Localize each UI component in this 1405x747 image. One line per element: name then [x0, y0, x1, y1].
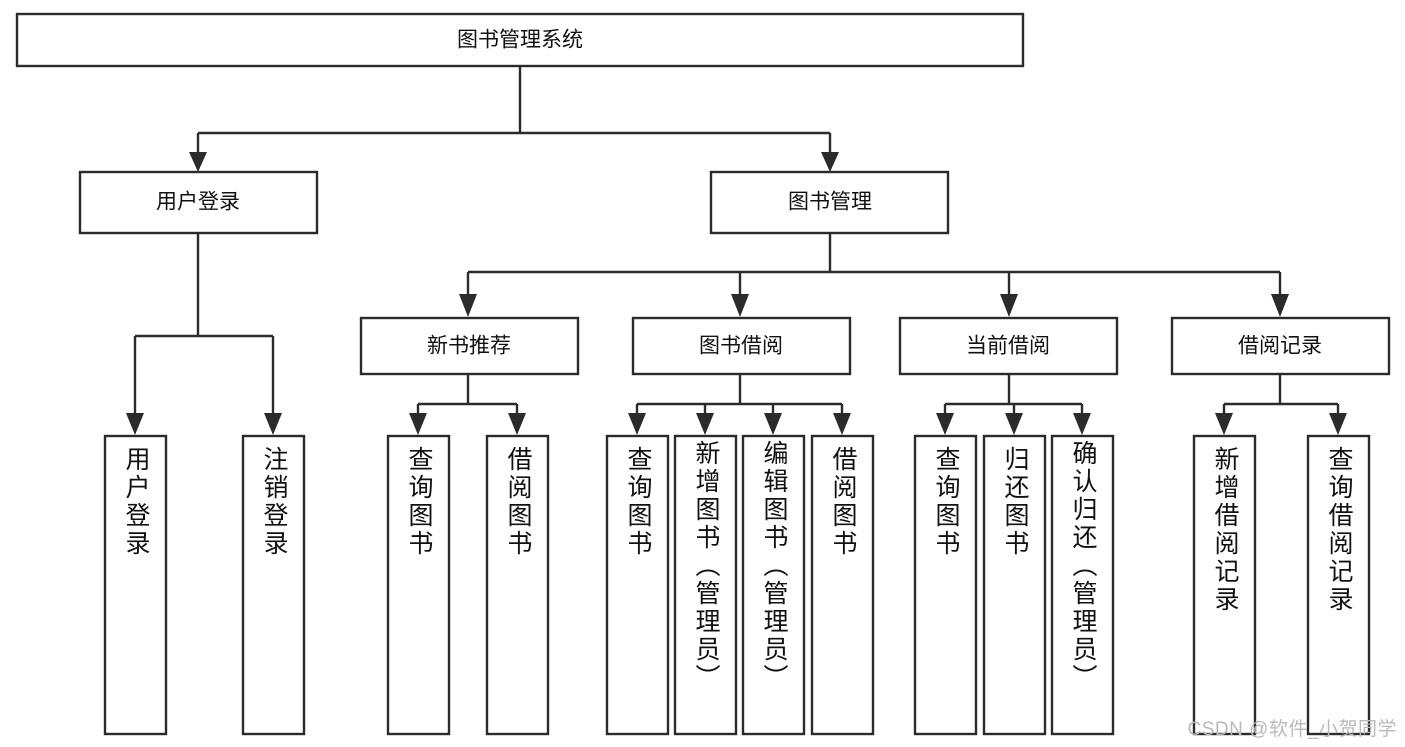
node-user-login-label: 用户登录 [156, 191, 240, 214]
arrow-head-leaf-query-book-2 [628, 413, 646, 435]
node-user-login-box[interactable] [78, 170, 319, 235]
arrow-head-leaf-borrow-book-2 [833, 413, 851, 435]
node-current-borrow-label: 当前借阅 [966, 335, 1050, 358]
node-leaf-return-book-box[interactable] [982, 434, 1047, 736]
arrow-head-book-manage [821, 152, 839, 172]
node-leaf-user-login-box[interactable] [103, 434, 168, 736]
node-leaf-query-book-3-box[interactable] [913, 434, 978, 736]
node-new-book-recommend-label: 新书推荐 [427, 335, 511, 358]
node-leaf-add-book-box[interactable] [673, 434, 738, 736]
node-leaf-borrow-book-1-box[interactable] [485, 434, 550, 736]
node-leaf-edit-book-box[interactable] [741, 434, 806, 736]
node-leaf-confirm-return-box[interactable] [1050, 434, 1115, 736]
arrow-head-current-borrow [1000, 294, 1018, 317]
arrow-head-leaf-edit-book [764, 413, 782, 435]
arrow-head-leaf-user-login [126, 413, 144, 435]
node-layer: 图书管理系统 用户登录 图书管理 新书推荐 图书借阅 当前借阅 借阅记录 [15, 12, 1391, 736]
arrow-head-leaf-query-book-1 [409, 413, 427, 435]
node-book-manage-label: 图书管理 [788, 191, 872, 214]
arrow-head-leaf-return-book [1005, 413, 1023, 435]
csdn-watermark: CSDN @软件_小贺同学 [1187, 719, 1397, 740]
arrow-head-leaf-confirm-return [1073, 413, 1091, 435]
node-borrow-record-box[interactable] [1170, 316, 1391, 376]
arrow-head-leaf-logout [264, 413, 282, 435]
node-book-borrow-label: 图书借阅 [699, 335, 783, 358]
node-leaf-add-record-box[interactable] [1192, 434, 1257, 736]
node-current-borrow-box[interactable] [898, 316, 1119, 376]
node-leaf-logout-box[interactable] [241, 434, 306, 736]
arrow-head-leaf-add-record [1215, 413, 1233, 435]
arrow-head-book-borrow [731, 294, 749, 317]
node-leaf-query-book-1-box[interactable] [386, 434, 451, 736]
arrow-head-user-login [189, 152, 207, 172]
node-leaf-query-record-box[interactable] [1306, 434, 1371, 736]
arrow-head-leaf-query-book-3 [936, 413, 954, 435]
node-book-manage-box[interactable] [709, 170, 950, 235]
arrow-head-leaf-add-book [696, 413, 714, 435]
node-leaf-borrow-book-2-box[interactable] [810, 434, 875, 736]
connector-layer [126, 66, 1347, 435]
arrow-head-new-book-recommend [459, 294, 477, 317]
node-book-borrow-box[interactable] [631, 316, 852, 376]
arrow-head-leaf-query-record [1329, 413, 1347, 435]
arrow-head-borrow-record [1271, 294, 1289, 317]
arrow-head-leaf-borrow-book-1 [508, 413, 526, 435]
node-root-box[interactable] [15, 12, 1025, 68]
node-leaf-query-book-2-box[interactable] [605, 434, 670, 736]
node-borrow-record-label: 借阅记录 [1238, 335, 1322, 358]
node-root-label: 图书管理系统 [457, 29, 583, 52]
node-new-book-recommend-box[interactable] [359, 316, 580, 376]
